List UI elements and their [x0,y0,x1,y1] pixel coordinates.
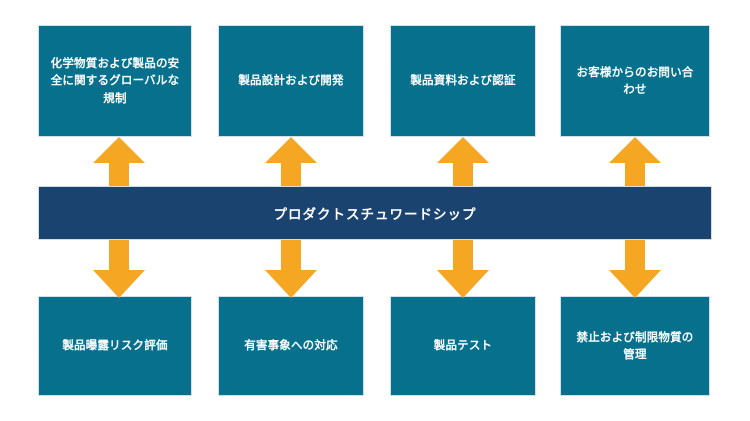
output-box-label: 製品テスト [433,338,493,353]
input-box-customer-inquiries[interactable]: お客様からのお問い合わせ [560,25,710,137]
arrow-up-icon [265,137,317,199]
arrow-up-icon [609,137,661,199]
input-box-label: 化学物質および製品の安全に関するグローバルな規制 [50,56,180,105]
arrow-up-icon [93,137,145,199]
output-box-restricted-substances-management[interactable]: 禁止および制限物質の管理 [560,296,710,396]
arrow-down-icon [437,228,489,298]
output-box-adverse-event-response[interactable]: 有害事象への対応 [218,296,364,396]
arrow-up-icon [437,137,489,199]
output-box-label: 製品曝露リスク評価 [62,338,168,353]
center-band-product-stewardship[interactable]: プロダクトスチュワードシップ [38,186,712,240]
output-box-product-exposure-risk-assessment[interactable]: 製品曝露リスク評価 [38,296,192,396]
input-box-product-documentation-certification[interactable]: 製品資料および認証 [390,25,536,137]
input-box-product-design-development[interactable]: 製品設計および開発 [218,25,364,137]
output-box-label: 有害事象への対応 [244,338,338,353]
arrow-down-icon [265,228,317,298]
input-box-label: 製品資料および認証 [410,73,516,88]
output-box-label: 禁止および制限物質の管理 [576,329,694,361]
center-band-label: プロダクトスチュワードシップ [273,207,477,223]
arrow-down-icon [609,228,661,298]
arrow-down-icon [93,228,145,298]
output-box-product-testing[interactable]: 製品テスト [390,296,536,396]
input-box-global-regulations[interactable]: 化学物質および製品の安全に関するグローバルな規制 [38,25,192,137]
input-box-label: 製品設計および開発 [238,73,344,88]
input-box-label: お客様からのお問い合わせ [576,64,694,96]
